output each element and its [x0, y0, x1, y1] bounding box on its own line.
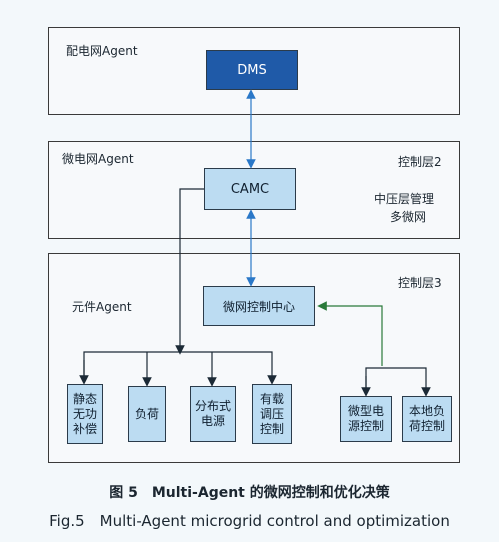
micro-source-line2: 源控制	[347, 419, 384, 433]
load-box: 负荷	[128, 386, 166, 442]
static-var-line3: 补偿	[72, 421, 97, 436]
oltc-line1: 有载	[259, 391, 284, 406]
caption-english: Fig.5 Multi-Agent microgrid control and …	[49, 512, 450, 530]
static-var-line2: 无功	[72, 406, 97, 421]
local-to-center	[317, 301, 383, 366]
microgrid-control-center-box: 微网控制中心	[203, 286, 315, 326]
local-load-control-box: 本地负 荷控制	[402, 396, 452, 442]
camc-box: CAMC	[204, 168, 296, 210]
control-layer-3-label: 控制层3	[398, 276, 442, 290]
local-load-line1: 本地负	[408, 404, 445, 418]
dg-line1: 分布式	[194, 399, 231, 413]
caption-chinese: 图 5 Multi-Agent 的微网控制和优化决策	[109, 485, 390, 501]
load-line1: 负荷	[134, 406, 159, 421]
microgrid-note-line2: 多微网	[390, 210, 427, 224]
local-load-line2: 荷控制	[408, 419, 445, 433]
distribution-layer-label: 配电网Agent	[66, 44, 138, 58]
micro-source-line1: 微型电	[347, 404, 384, 418]
oltc-line2: 调压	[259, 406, 284, 421]
component-bus	[83, 351, 277, 385]
on-load-tap-changer-box: 有载 调压 控制	[252, 384, 292, 444]
static-var-line1: 静态	[72, 391, 97, 406]
center-to-locals	[365, 367, 431, 397]
control-layer-2-label: 控制层2	[398, 155, 442, 169]
static-var-compensation-box: 静态 无功 补偿	[67, 384, 103, 444]
oltc-line3: 控制	[259, 421, 284, 436]
dg-line2: 电源	[200, 414, 225, 428]
distributed-generation-box: 分布式 电源	[190, 386, 236, 442]
micro-source-control-box: 微型电 源控制	[340, 396, 392, 442]
dms-box: DMS	[206, 50, 298, 90]
component-layer-label: 元件Agent	[72, 300, 132, 314]
camc-to-bus	[175, 188, 204, 355]
microgrid-note-line1: 中压层管理	[374, 192, 435, 206]
microgrid-layer-label: 微电网Agent	[62, 152, 134, 166]
